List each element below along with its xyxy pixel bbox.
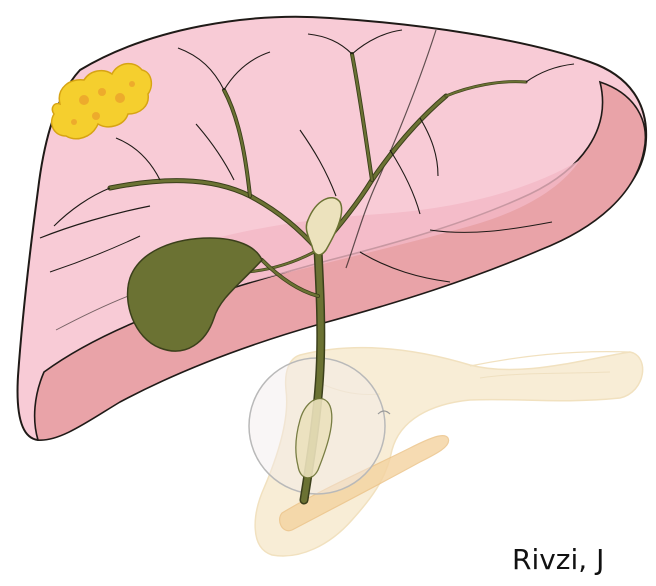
credit-caption: Rivzi, J [512, 546, 604, 574]
